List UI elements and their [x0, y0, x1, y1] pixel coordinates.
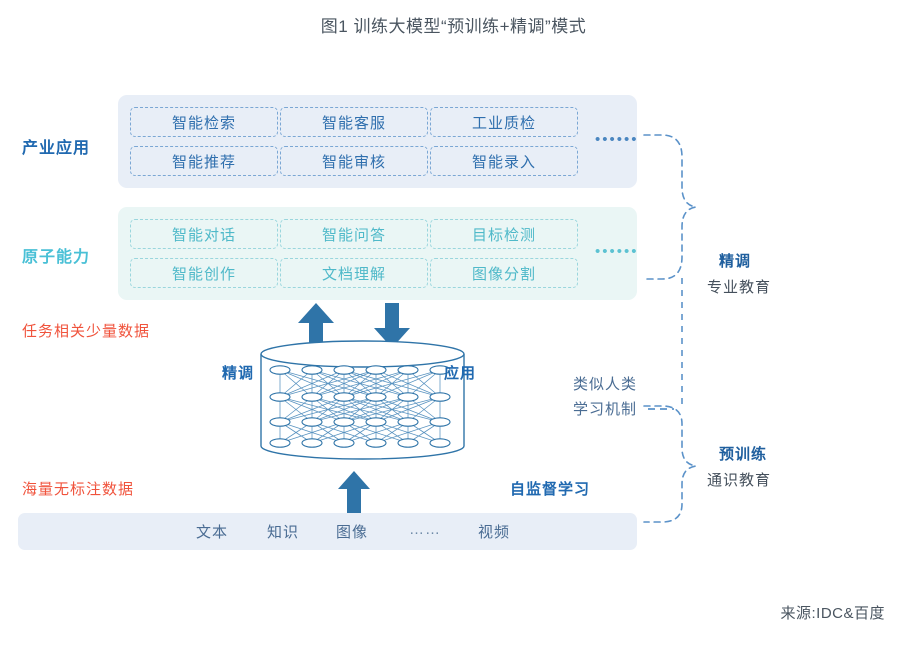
- figure-title: 图1 训练大模型“预训练+精调”模式: [320, 17, 587, 36]
- data-source-bar: [18, 513, 637, 550]
- brace-finetune-icon: [643, 134, 697, 280]
- note-massive-unlabeled-data: 海量无标注数据: [22, 481, 135, 498]
- chip-industry-5[interactable]: 智能录入: [430, 146, 578, 176]
- brace-label-pretrain-title: 预训练: [719, 446, 768, 463]
- atomic-capability-panel: 智能对话 智能问答 目标检测 智能创作 文档理解 图像分割 ••••••: [118, 207, 637, 300]
- cylinder-shape: [260, 340, 465, 460]
- note-human-like-line-1: 类似人类: [572, 376, 637, 393]
- cylinder-label-finetune: 精调: [222, 365, 255, 382]
- row-label-atomic-capability: 原子能力: [22, 249, 91, 266]
- brace-pretrain-icon: [643, 405, 697, 523]
- chip-atomic-3[interactable]: 智能创作: [130, 258, 278, 288]
- brace-label-finetune-title: 精调: [719, 253, 752, 270]
- data-item-text[interactable]: 文本: [196, 524, 229, 541]
- chip-atomic-0[interactable]: 智能对话: [130, 219, 278, 249]
- arrow-up-pretrain-icon: [338, 471, 370, 517]
- chip-industry-0[interactable]: 智能检索: [130, 107, 278, 137]
- data-item-image[interactable]: 图像: [336, 524, 369, 541]
- note-human-like-line-2: 学习机制: [572, 401, 637, 418]
- chip-atomic-5[interactable]: 图像分割: [430, 258, 578, 288]
- arrow-down-apply-icon: [374, 303, 410, 348]
- brace-label-finetune-subtitle: 专业教育: [707, 279, 772, 296]
- note-human-like-learning: 类似人类 学习机制: [560, 372, 650, 422]
- chip-atomic-2[interactable]: 目标检测: [430, 219, 578, 249]
- brace-mid-tick-icon: [648, 408, 674, 410]
- chip-industry-4[interactable]: 智能审核: [280, 146, 428, 176]
- model-cylinder-diagram: [260, 340, 465, 460]
- source-credit: 来源:IDC&百度: [780, 605, 885, 622]
- chip-atomic-4[interactable]: 文档理解: [280, 258, 428, 288]
- chip-industry-3[interactable]: 智能推荐: [130, 146, 278, 176]
- chip-atomic-1[interactable]: 智能问答: [280, 219, 428, 249]
- industry-application-panel: 智能检索 智能客服 工业质检 智能推荐 智能审核 智能录入 ••••••: [118, 95, 637, 188]
- data-item-video[interactable]: 视频: [478, 524, 511, 541]
- ellipsis-industry: ••••••: [595, 131, 639, 148]
- label-self-supervised-learning: 自监督学习: [510, 481, 591, 498]
- chip-industry-1[interactable]: 智能客服: [280, 107, 428, 137]
- row-label-industry-application: 产业应用: [22, 140, 91, 157]
- brace-label-pretrain-subtitle: 通识教育: [707, 472, 772, 489]
- data-item-knowledge[interactable]: 知识: [267, 524, 300, 541]
- arrow-up-finetune-icon: [298, 303, 334, 348]
- chip-industry-2[interactable]: 工业质检: [430, 107, 578, 137]
- brace-connector-line: [681, 278, 683, 408]
- neural-network-nodes: [269, 365, 451, 448]
- note-task-specific-data: 任务相关少量数据: [22, 323, 151, 340]
- cylinder-label-apply: 应用: [444, 365, 477, 382]
- ellipsis-atomic: ••••••: [595, 243, 639, 260]
- data-item-ellipsis: ……: [409, 521, 441, 538]
